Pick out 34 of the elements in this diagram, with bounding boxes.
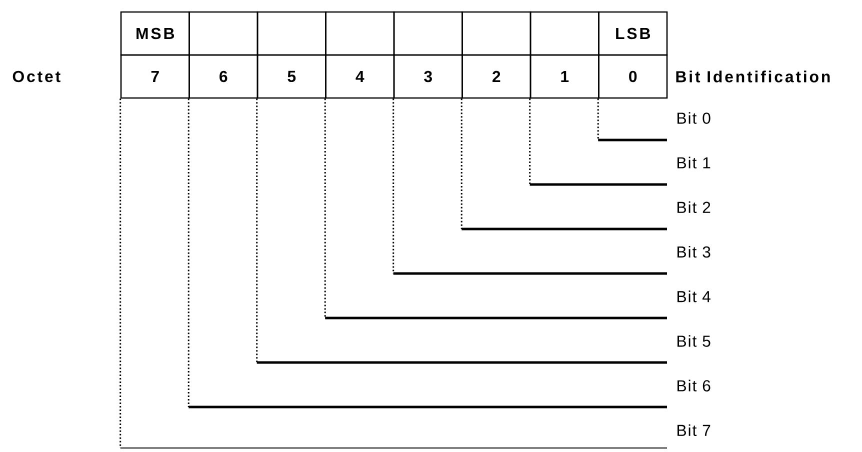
- leader-line: [597, 98, 667, 142]
- column-label: Bit Identification: [676, 70, 830, 82]
- empty-cell: [256, 11, 326, 56]
- leader-line: [188, 98, 667, 408]
- bit-label: Bit 7: [678, 424, 710, 436]
- bit-cell: 5: [256, 54, 326, 99]
- empty-cell: [462, 11, 532, 56]
- leader-line: [324, 98, 667, 320]
- leader-line: [392, 98, 667, 275]
- empty-cell: [530, 11, 600, 56]
- bit-cell: 1: [530, 54, 600, 99]
- row-label: Octet: [12, 70, 60, 82]
- leader-line: [256, 98, 667, 364]
- leader-line: [529, 98, 667, 186]
- bit-label: Bit 5: [678, 335, 710, 347]
- leader-line: [460, 98, 667, 230]
- bit-label: Bit 3: [678, 246, 710, 258]
- bit-cell: 2: [462, 54, 532, 99]
- bit-label: Bit 6: [678, 380, 710, 392]
- bit-label: Bit 0: [678, 112, 710, 124]
- bit-cell: 7: [120, 54, 190, 99]
- empty-cell: [325, 11, 395, 56]
- empty-cell: [393, 11, 463, 56]
- bit-cell: 0: [598, 54, 668, 99]
- bit-cell: 6: [188, 54, 258, 99]
- bit-label: Bit 1: [678, 156, 710, 168]
- bit-label: Bit 4: [678, 290, 710, 302]
- header-cell: MSB: [120, 11, 190, 56]
- bit-cell: 4: [325, 54, 395, 99]
- leader-line: [120, 98, 668, 448]
- empty-cell: [188, 11, 258, 56]
- bit-label: Bit 2: [678, 201, 710, 214]
- bit-cell: 3: [393, 54, 463, 99]
- header-cell: LSB: [598, 11, 668, 56]
